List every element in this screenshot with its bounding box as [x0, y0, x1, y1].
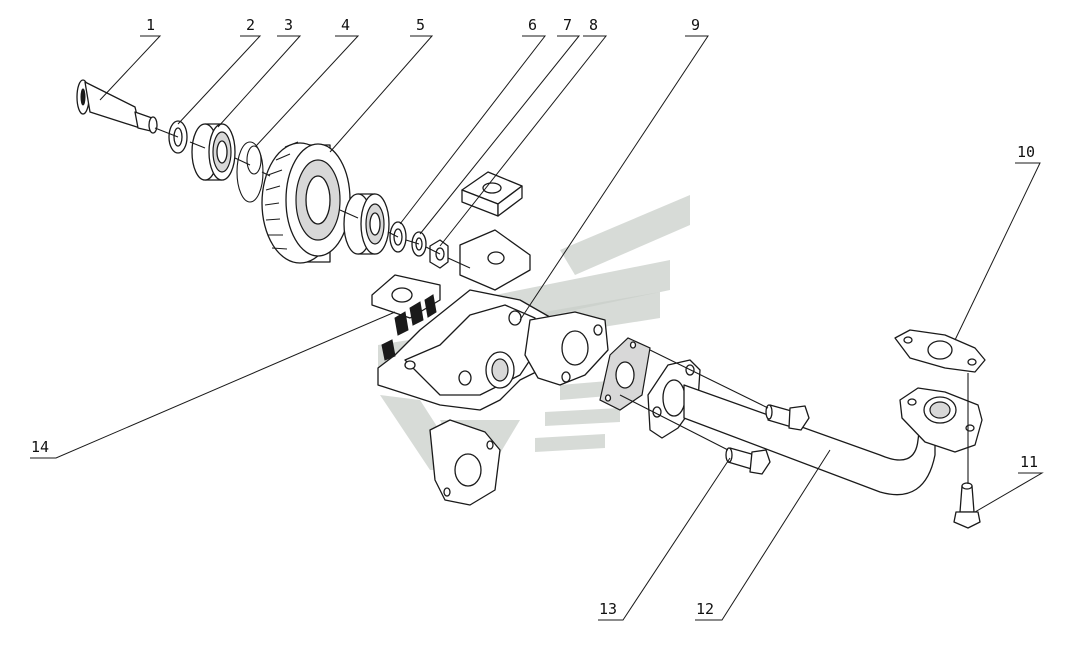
callout-14: 14	[31, 438, 49, 456]
callout-9: 9	[691, 16, 700, 34]
part-1-pin	[76, 79, 158, 134]
callout-12: 12	[696, 600, 714, 618]
callout-6: 6	[528, 16, 537, 34]
part-12-pipe	[647, 359, 983, 496]
part-13-bolts	[619, 349, 810, 475]
callout-2: 2	[246, 16, 255, 34]
callout-13: 13	[599, 600, 617, 618]
callout-4: 4	[341, 16, 350, 34]
part-gasket-outlet	[599, 337, 651, 411]
part-5-gear	[261, 141, 351, 264]
callout-11: 11	[1020, 453, 1038, 471]
part-10-gasket	[894, 329, 986, 373]
callout-labels: 1 2 3 4 5 6 7 8 9 10 11 12 13 14	[31, 16, 1038, 618]
part-pump-housing	[371, 229, 609, 506]
callout-3: 3	[284, 16, 293, 34]
callout-5: 5	[416, 16, 425, 34]
part-4-snap-ring	[236, 141, 264, 203]
callout-8: 8	[589, 16, 598, 34]
part-3-bearing	[191, 123, 236, 181]
callout-7: 7	[563, 16, 572, 34]
callout-1: 1	[146, 16, 155, 34]
callout-10: 10	[1017, 143, 1035, 161]
part-square-plate	[461, 171, 523, 217]
part-bearing-secondary	[343, 193, 390, 255]
part-11-bolt	[953, 373, 981, 529]
leader-lines	[30, 35, 1044, 621]
assembly-axis	[154, 127, 471, 269]
